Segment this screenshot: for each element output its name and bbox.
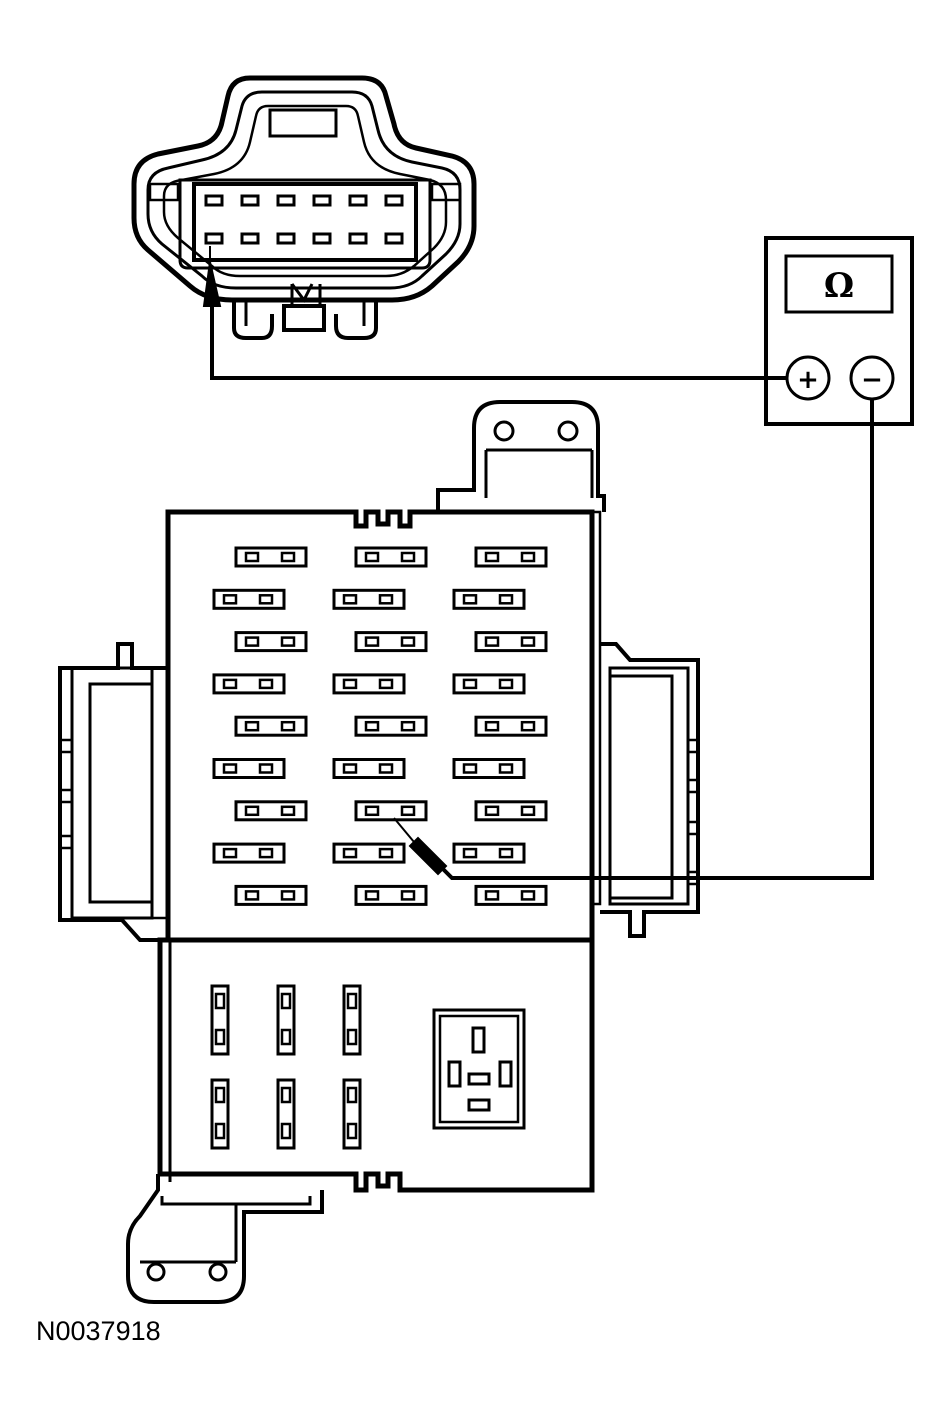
- fuse-slot: [212, 588, 286, 610]
- connector-pin: [348, 194, 368, 207]
- connector-pin: [240, 194, 260, 207]
- maxi-fuse-slot: [276, 1078, 296, 1150]
- probe-icon: [202, 246, 448, 876]
- fuse-slot: [474, 884, 548, 906]
- fuse-slot: [354, 546, 428, 568]
- connector-pins: [204, 194, 404, 245]
- test-leads: [210, 300, 874, 880]
- meter-positive-terminal[interactable]: +: [797, 365, 819, 395]
- ohmmeter-icon: Ω + −: [764, 236, 914, 426]
- fuse-slot: [234, 884, 308, 906]
- fuse-slot: [212, 758, 286, 779]
- connector-pin: [384, 194, 404, 207]
- fuse-slot: [234, 800, 308, 822]
- fuse-slot: [354, 884, 428, 906]
- maxi-fuse-slot: [342, 1078, 362, 1150]
- negative-test-lead: [438, 399, 874, 880]
- fuse-slot: [212, 842, 286, 864]
- connector-pin: [276, 232, 296, 245]
- fuse-slot: [332, 758, 406, 779]
- vertical-fuses: [210, 984, 362, 1150]
- positive-test-lead: [210, 300, 787, 380]
- connector-pin: [312, 232, 332, 245]
- fuse-slot: [452, 758, 526, 779]
- fuse-slot: [332, 588, 406, 610]
- fuse-slot: [212, 673, 286, 695]
- fuse-slot: [474, 631, 548, 653]
- fuse-slot: [332, 673, 406, 695]
- fuse-slot: [452, 842, 526, 864]
- fuse-slots: [212, 546, 548, 906]
- connector-pin: [348, 232, 368, 245]
- fuse-slot: [354, 800, 428, 822]
- maxi-fuse-slot: [210, 1078, 230, 1150]
- fuse-box-icon: [58, 400, 700, 1304]
- fuse-slot: [452, 588, 526, 610]
- negative-probe: [408, 836, 448, 876]
- connector-icon: [131, 75, 477, 340]
- maxi-fuse-slot: [276, 984, 296, 1056]
- maxi-fuse-slot: [210, 984, 230, 1056]
- connector-pin: [204, 232, 224, 245]
- figure-id: N0037918: [36, 1316, 161, 1346]
- meter-negative-terminal[interactable]: −: [861, 365, 883, 395]
- meter-display-symbol: Ω: [824, 266, 854, 306]
- fuse-slot: [474, 715, 548, 737]
- fuse-slot: [474, 546, 548, 568]
- connector-pin: [384, 232, 404, 245]
- positive-probe: [202, 261, 222, 307]
- maxi-fuse-slot: [342, 984, 362, 1056]
- fuse-slot: [354, 631, 428, 653]
- fuse-slot: [234, 546, 308, 568]
- fuse-slot: [234, 631, 308, 653]
- connector-pin: [312, 194, 332, 207]
- fuse-slot: [354, 715, 428, 737]
- fuse-slot: [234, 715, 308, 737]
- fuse-slot: [452, 673, 526, 695]
- fuse-slot: [332, 842, 406, 864]
- fuse-slot: [474, 800, 548, 822]
- connector-pin: [240, 232, 260, 245]
- connector-pin: [276, 194, 296, 207]
- connector-pin: [204, 194, 224, 207]
